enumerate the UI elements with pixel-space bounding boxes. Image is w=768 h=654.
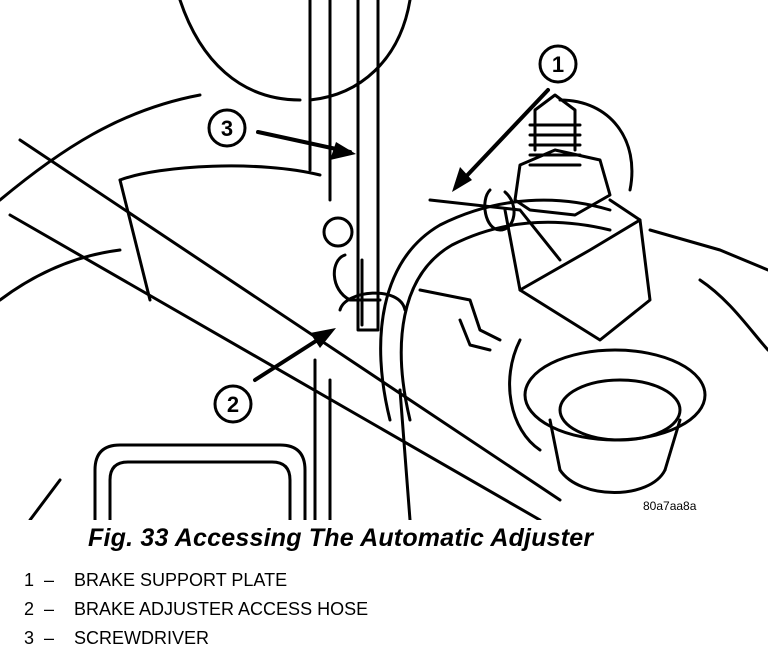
- legend-number: 3: [24, 628, 35, 648]
- legend-item: 1–BRAKE SUPPORT PLATE: [24, 566, 368, 595]
- legend-dash: –: [44, 599, 55, 619]
- wheel-cylinder: [508, 228, 768, 494]
- callout-1-arrow: [456, 88, 550, 187]
- legend: 1–BRAKE SUPPORT PLATE 2–BRAKE ADJUSTER A…: [24, 566, 368, 653]
- callout-2-arrowhead: [310, 328, 336, 348]
- callout-2-label: 2: [227, 392, 239, 417]
- screwdriver: [356, 0, 380, 332]
- lower-bracket: [93, 443, 307, 520]
- legend-text: BRAKE ADJUSTER ACCESS HOSE: [74, 599, 369, 619]
- brake-fitting: [483, 93, 652, 342]
- legend-dash: –: [44, 628, 55, 648]
- callout-1-circle: [538, 44, 578, 84]
- callout-3-label: 3: [221, 116, 233, 141]
- callout-2-circle: [213, 384, 253, 424]
- legend-text: SCREWDRIVER: [74, 628, 210, 648]
- legend-dash: –: [44, 570, 55, 590]
- legend-text: BRAKE SUPPORT PLATE: [74, 570, 288, 590]
- support-plate: [308, 0, 562, 520]
- adjuster-mechanism: [322, 216, 502, 352]
- brake-adjuster-illustration: 1 2 3 80a7aa8a: [0, 0, 768, 520]
- callout-1-arrowhead: [452, 167, 472, 192]
- image-code: 80a7aa8a: [643, 499, 697, 513]
- diagonal-strut: [8, 138, 562, 520]
- legend-number: 2: [24, 599, 35, 619]
- callout-3-circle: [207, 108, 247, 148]
- legend-item: 2–BRAKE ADJUSTER ACCESS HOSE: [24, 595, 368, 624]
- access-hose: [379, 98, 634, 422]
- legend-item: 3–SCREWDRIVER: [24, 624, 368, 653]
- figure-caption: Fig. 33 Accessing The Automatic Adjuster: [88, 524, 594, 552]
- callout-1-label: 1: [552, 52, 564, 77]
- legend-number: 1: [24, 570, 35, 590]
- brake-drum-outline: [0, 0, 412, 520]
- callout-3-arrowhead: [330, 142, 356, 160]
